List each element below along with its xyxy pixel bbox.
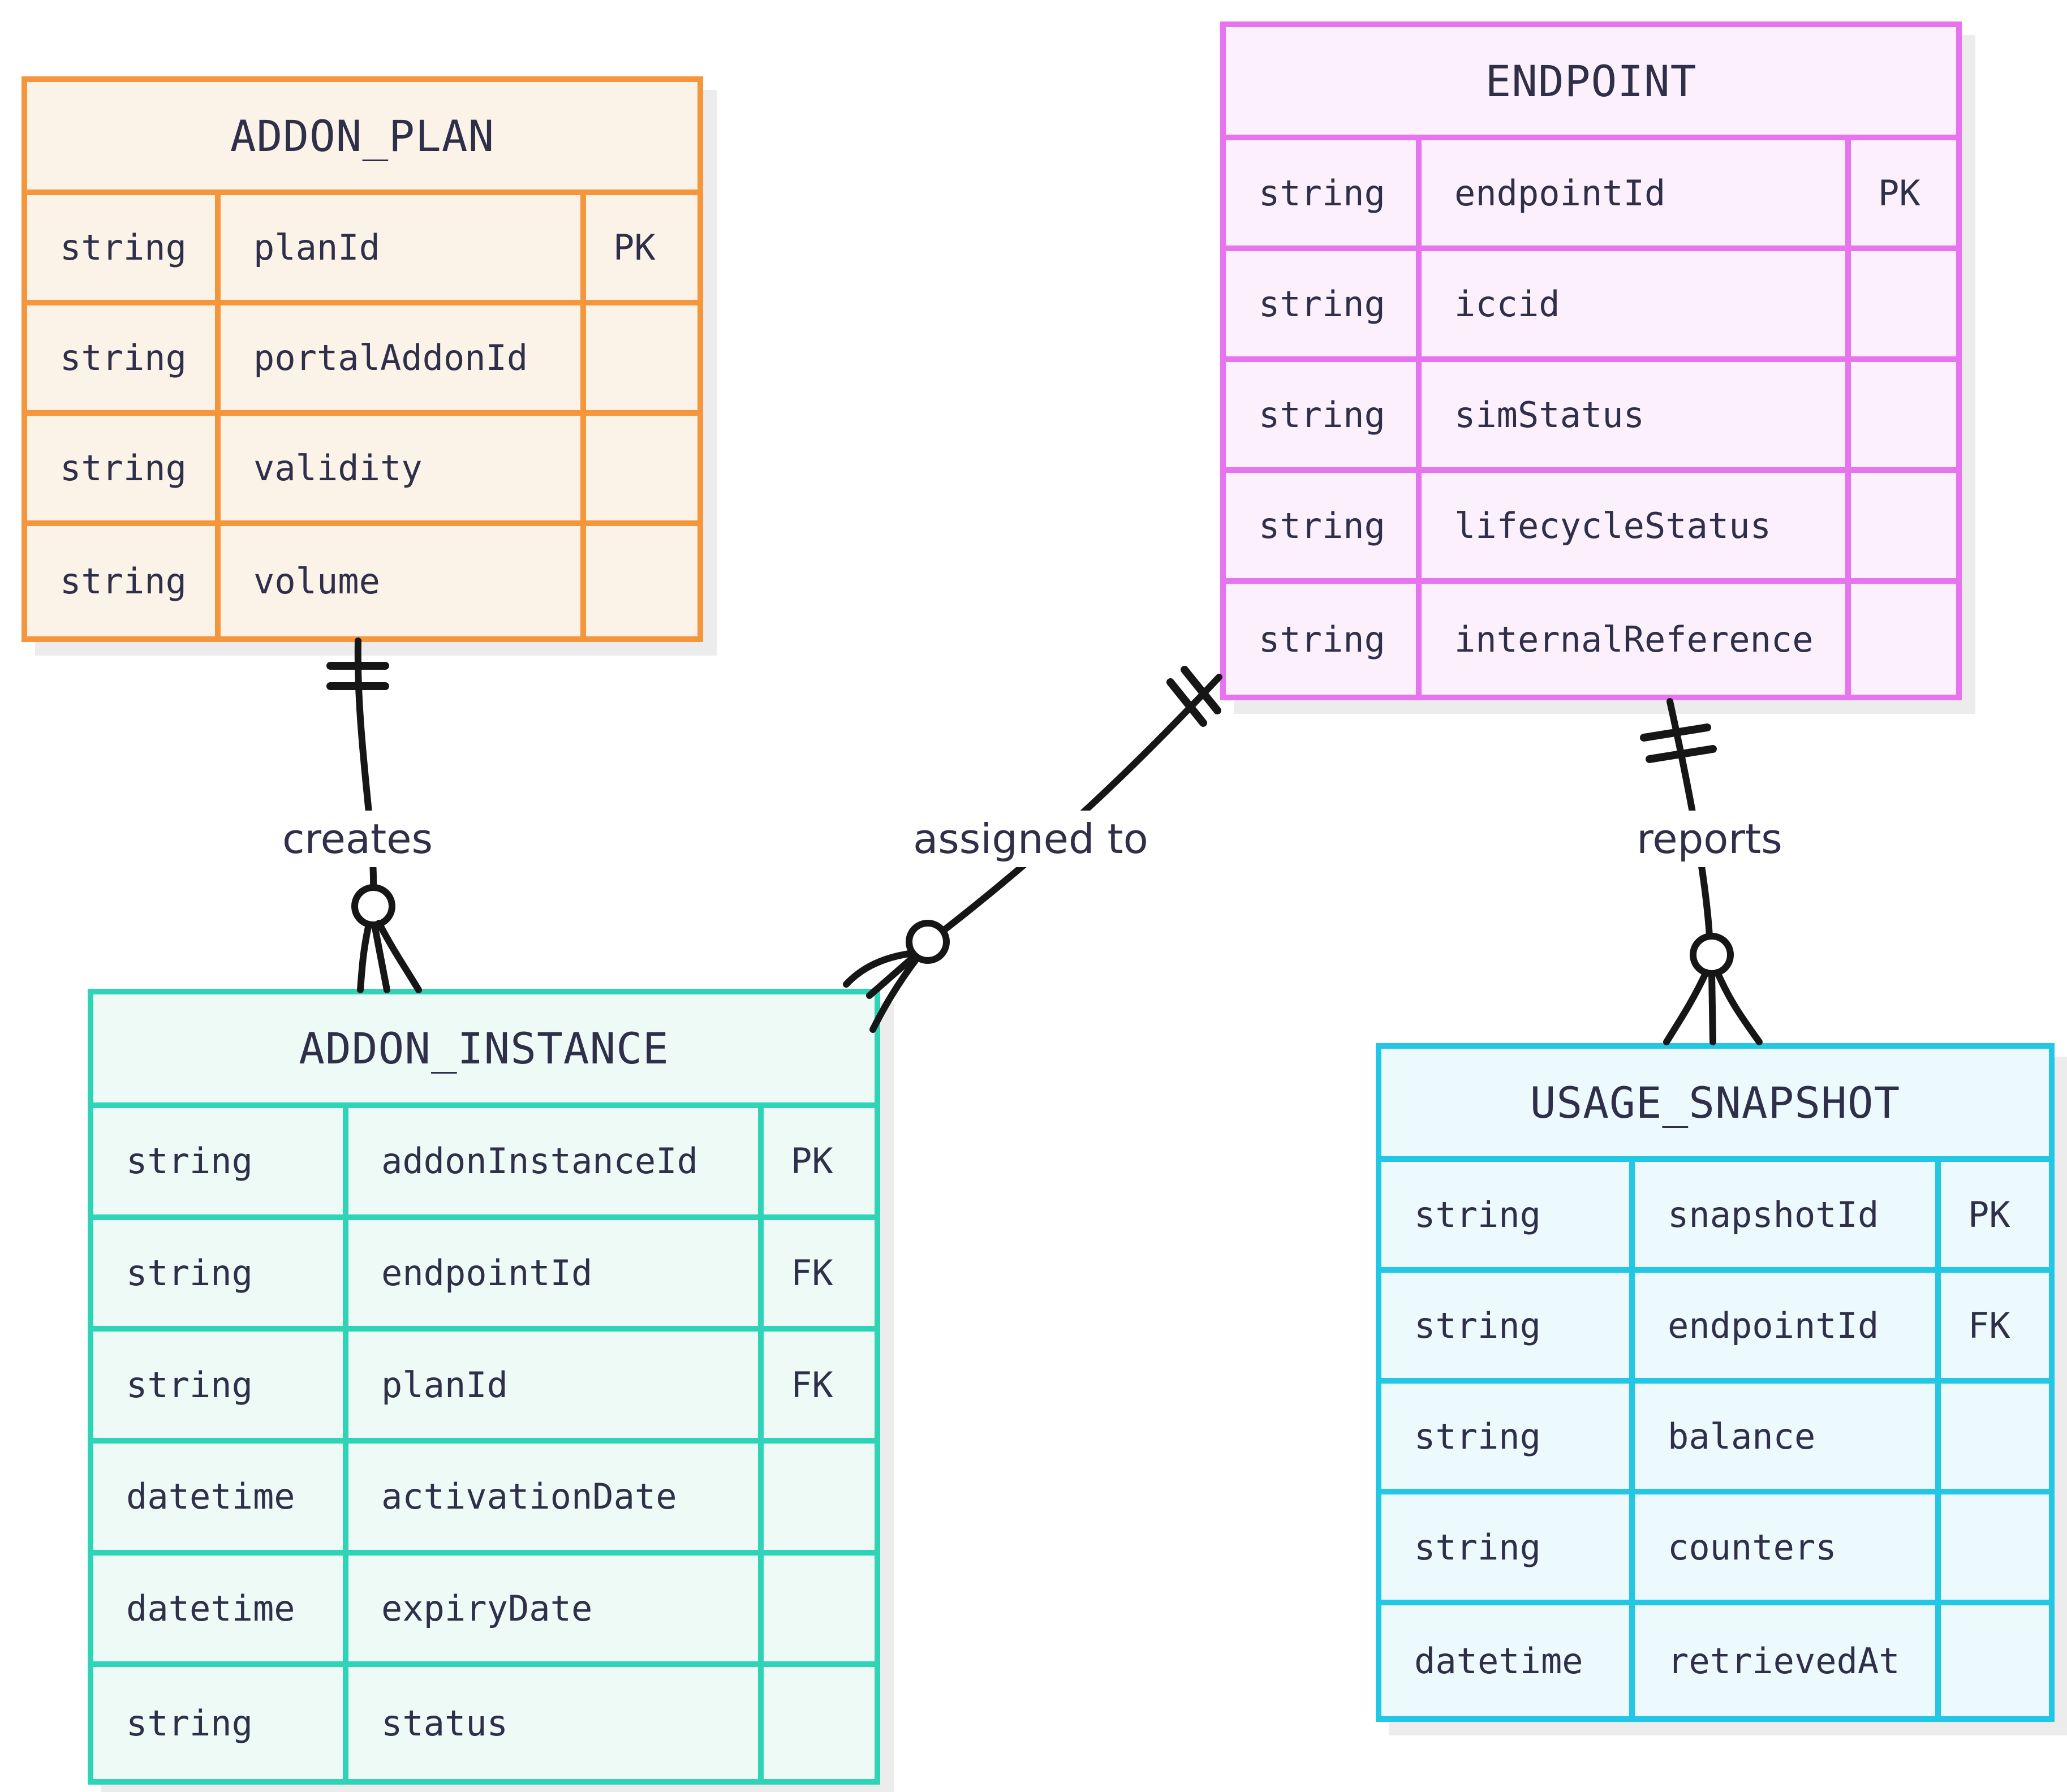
attr-key: [586, 305, 697, 416]
attribute-table: string planId PK string portalAddonId st…: [27, 195, 697, 636]
attr-key: [586, 526, 697, 636]
attr-type: datetime: [1381, 1605, 1635, 1716]
relationship-label-creates: creates: [267, 811, 448, 867]
attr-type: string: [27, 416, 221, 526]
one-marker-tick-1: [1646, 745, 1717, 763]
crow-foot-top-leg: [843, 950, 916, 988]
attr-key: FK: [1941, 1273, 2049, 1384]
attr-name: activationDate: [348, 1444, 764, 1556]
attr-type: string: [93, 1667, 348, 1779]
attr-key: [764, 1556, 875, 1668]
attr-key: PK: [1851, 140, 1956, 251]
attr-key: [764, 1444, 875, 1556]
attr-key: PK: [586, 195, 697, 305]
attr-type: datetime: [93, 1444, 348, 1556]
attr-type: string: [93, 1108, 348, 1220]
attr-key: FK: [764, 1220, 875, 1332]
attr-type: string: [27, 195, 221, 305]
one-marker-tick-2: [1640, 723, 1711, 742]
attr-type: string: [1381, 1494, 1635, 1605]
attr-type: string: [1381, 1162, 1635, 1273]
attr-key: [1851, 251, 1956, 362]
entity-title: ADDON_PLAN: [27, 82, 697, 195]
attr-name: addonInstanceId: [348, 1108, 764, 1220]
attr-name: planId: [221, 195, 586, 305]
attr-name: retrievedAt: [1635, 1605, 1941, 1716]
attr-key: FK: [764, 1332, 875, 1444]
zero-marker-circle: [351, 884, 395, 928]
zero-marker-circle: [1690, 933, 1734, 977]
attr-name: snapshotId: [1635, 1162, 1941, 1273]
attr-key: [1941, 1494, 2049, 1605]
attribute-table: string endpointId PK string iccid string…: [1226, 140, 1956, 695]
attr-name: counters: [1635, 1494, 1941, 1605]
attr-name: status: [348, 1667, 764, 1779]
attr-type: string: [1226, 362, 1422, 473]
attribute-table: string snapshotId PK string endpointId F…: [1381, 1162, 2049, 1716]
crow-foot-middle-leg: [1708, 970, 1716, 1045]
attr-name: planId: [348, 1332, 764, 1444]
crow-foot-right-leg: [376, 920, 422, 993]
attr-key: [1851, 473, 1956, 584]
attribute-table: string addonInstanceId PK string endpoin…: [93, 1108, 875, 1779]
attr-name: endpointId: [348, 1220, 764, 1332]
attr-name: balance: [1635, 1384, 1941, 1494]
attr-name: validity: [221, 416, 586, 526]
crow-foot-right-leg: [1714, 969, 1763, 1045]
attr-type: string: [27, 526, 221, 636]
edge-reports: [1640, 698, 1763, 1045]
crow-foot-middle-leg: [371, 921, 390, 993]
attr-key: [1851, 584, 1956, 695]
attr-type: string: [93, 1220, 348, 1332]
attr-type: string: [1381, 1273, 1635, 1384]
attr-key: [586, 416, 697, 526]
attr-type: string: [1226, 584, 1422, 695]
crow-foot-left-leg: [357, 921, 372, 993]
entity-endpoint: ENDPOINT string endpointId PK string icc…: [1220, 21, 1962, 700]
attr-name: lifecycleStatus: [1422, 473, 1851, 584]
crow-foot-left-leg: [1663, 969, 1709, 1045]
attr-name: iccid: [1422, 251, 1851, 362]
zero-marker-circle: [906, 920, 950, 964]
attr-type: string: [1226, 251, 1422, 362]
attr-name: endpointId: [1635, 1273, 1941, 1384]
entity-title: USAGE_SNAPSHOT: [1381, 1049, 2049, 1162]
attr-type: string: [27, 305, 221, 416]
attr-type: string: [1381, 1384, 1635, 1494]
entity-title: ADDON_INSTANCE: [93, 994, 875, 1108]
attr-key: [1941, 1384, 2049, 1494]
attr-name: expiryDate: [348, 1555, 764, 1668]
attr-name: endpointId: [1422, 140, 1851, 251]
entity-title: ENDPOINT: [1226, 27, 1956, 140]
attr-name: simStatus: [1422, 362, 1851, 473]
relationship-label-assigned-to: assigned to: [898, 811, 1163, 867]
attr-type: string: [1226, 473, 1422, 584]
attr-type: string: [93, 1332, 348, 1444]
entity-addon-instance: ADDON_INSTANCE string addonInstanceId PK…: [88, 989, 880, 1785]
attr-name: internalReference: [1422, 584, 1851, 695]
entity-usage-snapshot: USAGE_SNAPSHOT string snapshotId PK stri…: [1376, 1043, 2055, 1722]
attr-type: datetime: [93, 1555, 348, 1668]
one-marker-tick-2: [1166, 678, 1207, 727]
attr-name: volume: [221, 526, 586, 636]
entity-addon-plan: ADDON_PLAN string planId PK string porta…: [21, 76, 703, 642]
attr-key: [764, 1667, 875, 1779]
edge-assigned-to-line: [940, 674, 1222, 934]
relationship-label-reports: reports: [1622, 811, 1797, 867]
one-marker-tick-1: [1181, 666, 1221, 714]
attr-key: [1851, 362, 1956, 473]
attr-type: string: [1226, 140, 1422, 251]
attr-key: PK: [1941, 1162, 2049, 1273]
attr-name: portalAddonId: [221, 305, 586, 416]
attr-key: [1941, 1605, 2049, 1716]
attr-key: PK: [764, 1108, 875, 1220]
